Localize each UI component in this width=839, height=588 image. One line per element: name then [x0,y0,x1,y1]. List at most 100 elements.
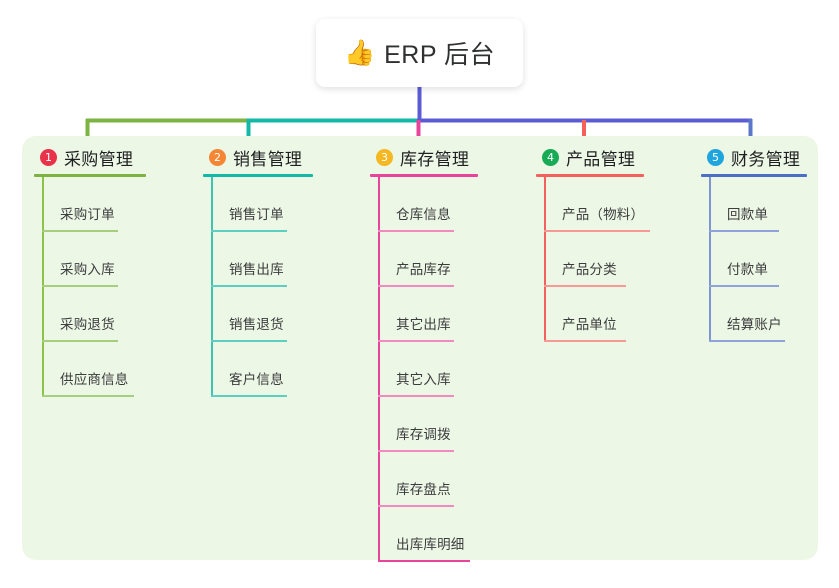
branch-column-5: 5 财务管理 回款单 付款单 结算账户 [701,146,807,342]
branch-badge-2: 2 [209,148,226,166]
item-rule [211,340,287,342]
item-rule [378,230,454,232]
list-item[interactable]: 销售退货 [203,287,313,342]
list-item[interactable]: 采购入库 [34,232,146,287]
branch-spine-3 [378,177,380,562]
list-item[interactable]: 产品分类 [536,232,644,287]
list-item[interactable]: 结算账户 [701,287,807,342]
item-label: 采购退货 [60,317,115,332]
item-label: 其它出库 [396,317,451,332]
item-label: 采购订单 [60,207,115,222]
item-label: 产品库存 [396,262,451,277]
branch-column-3: 3 库存管理 仓库信息 产品库存 其它出库 其它入库 库存调拨 [370,146,478,562]
branch-header-1[interactable]: 1 采购管理 [34,146,146,169]
item-rule [378,560,470,562]
branch-column-4: 4 产品管理 产品（物料） 产品分类 产品单位 [536,146,650,342]
item-rule [378,450,454,452]
item-label: 采购入库 [60,262,115,277]
branch-items-5: 回款单 付款单 结算账户 [701,177,807,342]
branch-header-4[interactable]: 4 产品管理 [536,146,644,169]
item-rule [544,285,626,287]
item-rule [544,230,650,232]
list-item[interactable]: 供应商信息 [34,342,146,397]
item-rule [544,340,626,342]
item-rule [211,285,287,287]
branch-title-5: 财务管理 [731,149,801,169]
list-item[interactable]: 销售出库 [203,232,313,287]
branch-rule-3 [370,174,478,177]
branch-items-3: 仓库信息 产品库存 其它出库 其它入库 库存调拨 库存盘点 [370,177,478,562]
item-label: 产品分类 [562,262,617,277]
list-item[interactable]: 采购订单 [34,177,146,232]
item-rule [378,340,454,342]
branch-header-2[interactable]: 2 销售管理 [203,146,313,169]
item-rule [709,340,785,342]
branch-rule-1 [34,174,146,177]
item-rule [211,395,287,397]
item-rule [211,230,287,232]
branch-rule-5 [701,174,807,177]
item-rule [42,230,118,232]
list-item[interactable]: 客户信息 [203,342,313,397]
thumbs-up-icon: 👍 [343,38,376,67]
item-label: 库存盘点 [396,482,451,497]
list-item[interactable]: 产品（物料） [536,177,650,232]
item-label: 出库库明细 [396,537,465,552]
item-label: 回款单 [727,207,769,222]
branch-badge-4: 4 [542,148,559,166]
branch-header-3[interactable]: 3 库存管理 [370,146,478,169]
branch-items-1: 采购订单 采购入库 采购退货 供应商信息 [34,177,146,397]
item-label: 销售退货 [229,317,284,332]
item-label: 结算账户 [727,317,782,332]
branch-items-2: 销售订单 销售出库 销售退货 客户信息 [203,177,313,397]
item-rule [42,340,118,342]
branch-spine-4 [544,177,546,342]
branch-badge-5: 5 [707,148,724,166]
item-label: 付款单 [727,262,769,277]
list-item[interactable]: 产品单位 [536,287,644,342]
branch-badge-3: 3 [376,148,393,166]
branch-title-1: 采购管理 [64,149,134,169]
item-label: 销售出库 [229,262,284,277]
branch-spine-1 [42,177,44,397]
branch-badge-1: 1 [40,148,57,166]
list-item[interactable]: 出库库明细 [370,507,478,562]
item-rule [378,395,454,397]
branch-items-4: 产品（物料） 产品分类 产品单位 [536,177,650,342]
item-label: 产品单位 [562,317,617,332]
item-rule [378,505,454,507]
root-label: ERP 后台 [384,41,496,69]
mindmap-panel [22,136,818,560]
branch-title-4: 产品管理 [566,149,636,169]
branch-column-1: 1 采购管理 采购订单 采购入库 采购退货 供应商信息 [34,146,146,397]
root-node[interactable]: 👍 ERP 后台 [316,19,523,87]
list-item[interactable]: 库存盘点 [370,452,478,507]
branch-spine-5 [709,177,711,342]
item-rule [42,285,118,287]
item-label: 仓库信息 [396,207,451,222]
list-item[interactable]: 其它出库 [370,287,478,342]
branch-spine-2 [211,177,213,397]
item-label: 客户信息 [229,372,284,387]
list-item[interactable]: 库存调拨 [370,397,478,452]
item-rule [378,285,454,287]
branch-title-2: 销售管理 [233,149,303,169]
item-label: 产品（物料） [562,207,645,222]
item-label: 供应商信息 [60,372,129,387]
list-item[interactable]: 销售订单 [203,177,313,232]
item-rule [709,230,779,232]
item-rule [42,395,134,397]
branch-header-5[interactable]: 5 财务管理 [701,146,807,169]
item-rule [709,285,779,287]
list-item[interactable]: 其它入库 [370,342,478,397]
list-item[interactable]: 采购退货 [34,287,146,342]
list-item[interactable]: 仓库信息 [370,177,478,232]
item-label: 其它入库 [396,372,451,387]
item-label: 销售订单 [229,207,284,222]
item-label: 库存调拨 [396,427,451,442]
list-item[interactable]: 回款单 [701,177,807,232]
list-item[interactable]: 付款单 [701,232,807,287]
branch-column-2: 2 销售管理 销售订单 销售出库 销售退货 客户信息 [203,146,313,397]
list-item[interactable]: 产品库存 [370,232,478,287]
